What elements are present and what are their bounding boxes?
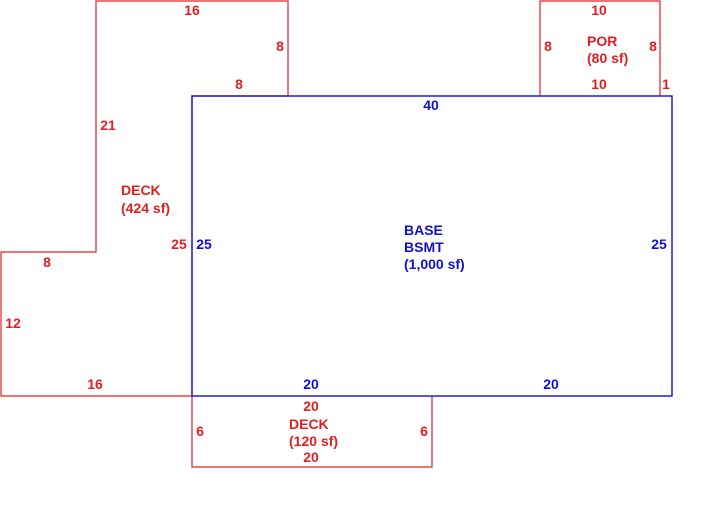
porch-area: (80 sf) xyxy=(587,50,628,66)
deck-left-dim-left-lower: 12 xyxy=(5,315,21,331)
deck-left-dim-middle-right: 25 xyxy=(171,236,187,252)
base-area: (1,000 sf) xyxy=(404,256,465,272)
porch-dim-left: 8 xyxy=(544,38,552,54)
base-dim-right: 25 xyxy=(651,236,667,252)
porch-name: POR xyxy=(587,33,617,49)
porch-dim-offset: 1 xyxy=(662,76,670,92)
deck-bottom-name: DECK xyxy=(289,416,329,432)
deck-bottom-dim-right: 6 xyxy=(420,423,428,439)
base-dim-bottom-left: 20 xyxy=(303,376,319,392)
deck-left-dim-right-upper: 8 xyxy=(276,38,284,54)
deck-left-area: (424 sf) xyxy=(121,200,170,216)
porch-outline xyxy=(539,0,661,96)
base-line2: BSMT xyxy=(404,239,444,255)
base-dim-left: 25 xyxy=(196,236,212,252)
deck-bottom-outline xyxy=(191,396,433,468)
deck-bottom-dim-left: 6 xyxy=(196,423,204,439)
deck-left-dim-left-upper: 21 xyxy=(100,117,116,133)
base-dim-top: 40 xyxy=(423,97,439,113)
deck-left-outline xyxy=(0,0,289,397)
porch-dim-top: 10 xyxy=(591,2,607,18)
deck-bottom-dim-top: 20 xyxy=(303,398,319,414)
base-outline xyxy=(191,95,673,397)
deck-left-dim-bottom: 16 xyxy=(87,376,103,392)
base-line1: BASE xyxy=(404,222,443,238)
porch-dim-right: 8 xyxy=(649,38,657,54)
base-dim-bottom-right: 20 xyxy=(543,376,559,392)
deck-left-dim-bottom-upper: 8 xyxy=(235,76,243,92)
porch-dim-bottom: 10 xyxy=(591,76,607,92)
deck-left-dim-step: 8 xyxy=(43,254,51,270)
deck-left-name: DECK xyxy=(121,182,161,198)
deck-bottom-area: (120 sf) xyxy=(289,433,338,449)
deck-bottom-dim-bottom: 20 xyxy=(303,449,319,465)
deck-left-dim-top: 16 xyxy=(184,2,200,18)
